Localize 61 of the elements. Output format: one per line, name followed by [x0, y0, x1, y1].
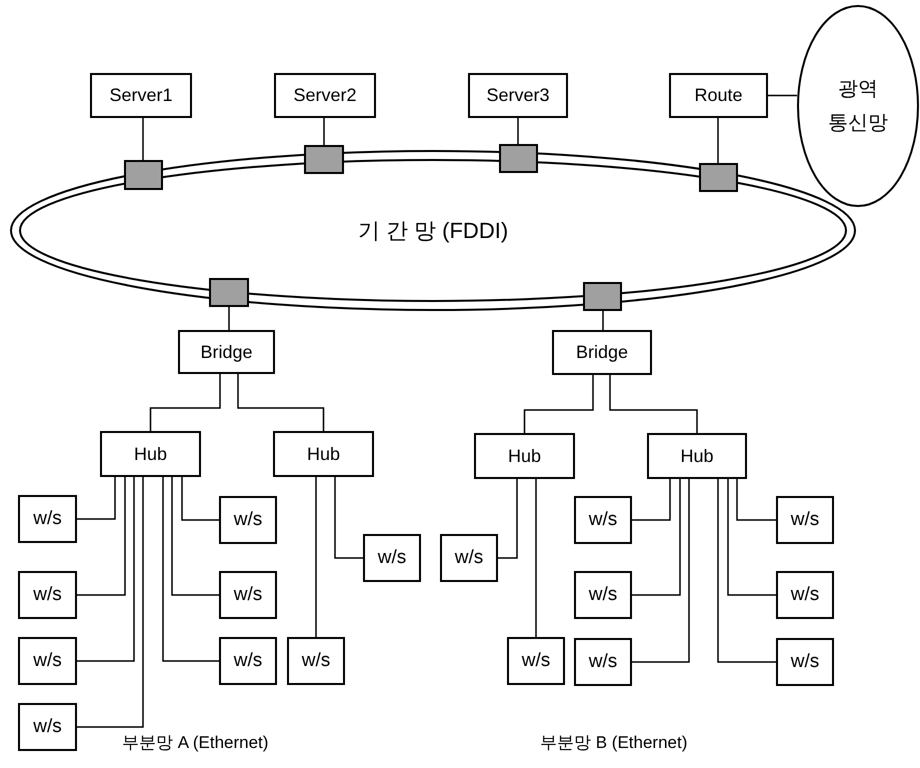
connection-line: [228, 307, 230, 330]
connection-line: [162, 477, 219, 662]
workstation-box: w/s: [219, 496, 277, 544]
workstation-box: w/s: [363, 534, 421, 582]
server-box: Server2: [274, 73, 376, 118]
workstation-box: w/s: [18, 703, 77, 751]
hub-box: Hub: [647, 433, 747, 479]
connection-line: [315, 477, 317, 637]
connection-line: [736, 479, 776, 521]
workstation-box: w/s: [18, 571, 77, 619]
bridge-box: Bridge: [552, 330, 652, 375]
connection-line: [498, 479, 518, 559]
connection-line: [768, 94, 797, 96]
workstation-box: w/s: [574, 496, 632, 544]
connection-line: [609, 375, 698, 433]
connection-line: [77, 477, 116, 520]
workstation-box: w/s: [287, 637, 345, 685]
connection-line: [77, 477, 126, 596]
connection-line: [77, 477, 144, 728]
connection-line: [323, 118, 325, 145]
ring-connector: [499, 144, 538, 173]
connection-line: [717, 479, 776, 663]
ring-label: 기 간 망 (FDDI): [358, 217, 508, 245]
connection-line: [517, 118, 519, 144]
workstation-box: w/s: [440, 534, 498, 582]
workstation-box: w/s: [18, 495, 77, 543]
workstation-box: w/s: [776, 638, 834, 686]
connection-line: [150, 374, 221, 431]
connection-line: [717, 118, 719, 163]
connection-line: [171, 477, 219, 596]
subnet-caption: 부분망 A (Ethernet): [122, 732, 268, 754]
ring-connector: [304, 145, 344, 174]
workstation-box: w/s: [219, 571, 277, 619]
connection-line: [632, 479, 671, 521]
connection-line: [632, 479, 681, 596]
workstation-box: w/s: [219, 637, 277, 685]
connection-line: [334, 477, 363, 559]
connection-line: [727, 479, 776, 596]
connection-line: [535, 479, 537, 637]
workstation-box: w/s: [18, 637, 77, 685]
server-box: Server1: [90, 73, 192, 118]
connection-line: [237, 374, 324, 431]
router-box: Route: [669, 73, 768, 118]
connection-line: [142, 118, 144, 160]
bridge-box: Bridge: [178, 330, 275, 374]
server-box: Server3: [468, 73, 568, 118]
subnet-caption: 부분망 B (Ethernet): [540, 732, 688, 754]
connection-line: [181, 477, 219, 521]
hub-box: Hub: [100, 431, 201, 477]
connection-line: [632, 479, 690, 663]
workstation-box: w/s: [776, 496, 834, 544]
workstation-box: w/s: [507, 637, 565, 685]
connection-line: [524, 375, 594, 433]
connection-line: [602, 311, 604, 330]
connection-line: [77, 477, 135, 662]
workstation-box: w/s: [776, 571, 834, 619]
workstation-box: w/s: [574, 571, 632, 619]
hub-box: Hub: [273, 431, 374, 477]
workstation-box: w/s: [574, 638, 632, 686]
network-label: 광역 통신망: [827, 77, 889, 136]
hub-box: Hub: [474, 433, 575, 479]
